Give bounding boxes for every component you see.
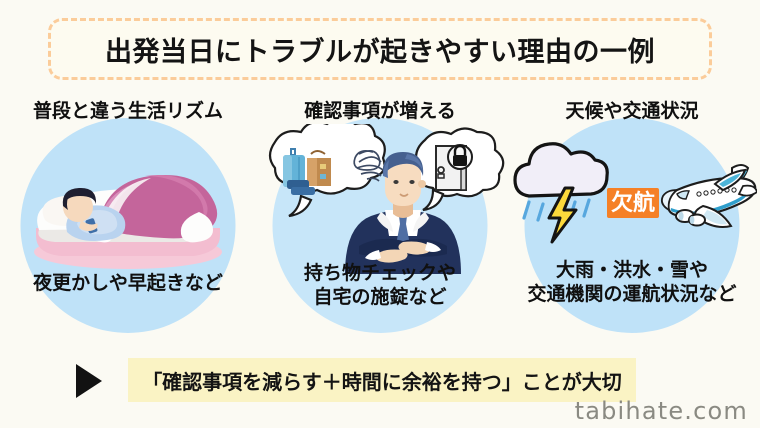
storm-cloud-icon — [513, 142, 609, 244]
page-title: 出発当日にトラブルが起きやすい理由の一例 — [105, 36, 655, 67]
column-heading-1: 普段と違う生活リズム — [32, 101, 223, 122]
thought-bubble-door-lock — [414, 127, 505, 212]
summary-banner-text: 「確認事項を減らす＋時間に余裕を持つ」ことが大切 — [142, 371, 622, 394]
column-caption-3: 大雨・洪水・雪や 交通機関の運航状況など — [507, 259, 757, 307]
summary-banner: 「確認事項を減らす＋時間に余裕を持つ」ことが大切 — [128, 358, 636, 402]
column-caption-1: 夜更かしや早起きなど — [33, 273, 223, 294]
reason-column-weather: 天候や交通状況 — [507, 96, 759, 336]
caption-line-2: 交通機関の運航状況など — [527, 283, 737, 305]
reason-column-checklist: 確認事項が増える — [255, 96, 505, 336]
column-heading-3: 天候や交通状況 — [565, 101, 699, 122]
illustration-businessman — [255, 117, 505, 274]
column-caption-2: 持ち物チェックや 自宅の施錠など — [255, 262, 505, 310]
reason-column-lifestyle: 普段と違う生活リズム — [3, 96, 253, 336]
svg-text:欠航: 欠航 — [611, 190, 655, 216]
column-heading-2: 確認事項が増える — [304, 101, 456, 122]
caption-line-1: 大雨・洪水・雪や — [555, 260, 708, 281]
title-box: 出発当日にトラブルが起きやすい理由の一例 — [48, 18, 712, 80]
airplane-icon — [660, 164, 759, 228]
watermark: tabihate.com — [574, 397, 748, 425]
thought-bubble-luggage — [268, 117, 386, 218]
businessman-figure — [345, 152, 461, 274]
caption-line-1: 持ち物チェックや — [303, 263, 456, 284]
illustration-sleeping-person — [3, 124, 253, 274]
scribble-stress-mark — [353, 149, 384, 182]
illustration-weather-transport: 欠航 — [507, 124, 759, 274]
play-triangle-icon — [76, 364, 102, 398]
caption-line-2: 自宅の施錠など — [313, 286, 447, 308]
cancelled-badge: 欠航 — [607, 188, 659, 218]
